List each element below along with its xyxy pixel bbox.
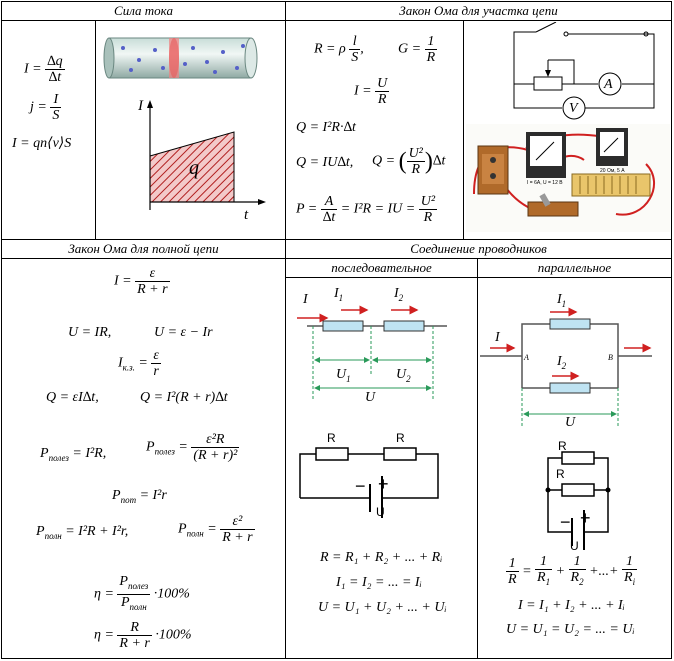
series-current-label: I (303, 292, 308, 307)
parallel-resistor-2-label: R (556, 467, 565, 481)
graph-axis-y-label: I (138, 98, 143, 114)
series-current-2-label: I2 (394, 286, 404, 303)
current-time-graph (147, 100, 266, 210)
series-voltage-1-label: U1 (336, 367, 351, 384)
parallel-plus-sign: + (580, 508, 591, 528)
parallel-minus-sign: − (560, 512, 571, 532)
formula-current-definition: I = ∆q∆t (24, 54, 65, 85)
series-voltage-2-label: U2 (396, 367, 411, 384)
series-voltage-total-label: U (365, 390, 376, 405)
title-ohm-section: Закон Ома для участка цепи (399, 3, 558, 18)
parallel-connection-diagram (480, 307, 652, 426)
series-battery-schematic (299, 447, 439, 518)
formula-heat-1: Q = εI∆t, (46, 390, 99, 405)
ammeter-label: A (604, 77, 613, 92)
voltmeter-label: V (569, 101, 578, 116)
parallel-resistor-1-label: R (558, 439, 567, 453)
ohm-circuit-diagram (513, 22, 655, 120)
parallel-voltage-label: U (565, 415, 576, 430)
formula-current-microscopic: I = qn⟨v⟩S (12, 136, 72, 151)
formula-terminal-voltage-2: U = ε − Ir (154, 325, 213, 340)
parallel-formula-current: I = I₁ + I₂ + ... + Iᵢ (518, 598, 625, 613)
series-minus-sign: − (355, 476, 366, 496)
series-resistor-2-label: R (396, 431, 405, 445)
series-source-label: U (376, 505, 385, 519)
series-formula-voltage: U = U₁ + U₂ + ... + Uᵢ (318, 600, 447, 615)
title-connection: Соединение проводников (410, 241, 547, 256)
parallel-current-2-label: I2 (557, 354, 567, 371)
series-formula-current: I₁ = I₂ = ... = Iᵢ (336, 575, 422, 590)
parallel-node-a-label: A (524, 353, 529, 362)
parallel-current-1-label: I1 (557, 292, 567, 309)
parallel-node-b-label: B (608, 353, 613, 362)
formula-useful-power-1: Pполез = I²R, (40, 446, 107, 463)
series-resistor-1-label: R (327, 431, 336, 445)
formula-lost-power: Pпот = I²r (112, 488, 167, 505)
photo-meter-label: I = 6A, U = 12 B (527, 180, 563, 186)
parallel-current-label: I (495, 330, 500, 345)
formula-heat-2: Q = I²(R + r)∆t (140, 390, 228, 405)
graph-area-label: q (189, 157, 199, 179)
title-current: Сила тока (114, 3, 173, 18)
parallel-source-label: U (570, 539, 579, 553)
title-ohm-full: Закон Ома для полной цепи (68, 241, 219, 256)
parallel-battery-schematic (545, 451, 611, 550)
conductor-tube-illustration (103, 37, 258, 79)
formula-joule-2: Q = IU∆t, (296, 155, 354, 170)
series-current-1-label: I1 (334, 286, 344, 303)
formula-full-power-1: Pполн = I²R + I²r, (36, 524, 129, 541)
title-series: последовательное (331, 260, 432, 275)
series-formula-resistance: R = R₁ + R₂ + ... + Rᵢ (320, 550, 443, 565)
formula-terminal-voltage-1: U = IR, (68, 325, 112, 340)
title-parallel: параллельное (537, 260, 612, 275)
graph-axis-x-label: t (244, 207, 249, 223)
series-plus-sign: + (378, 474, 389, 494)
circuit-photo-illustration (466, 124, 670, 232)
parallel-formula-voltage: U = U₁ = U₂ = ... = Uᵢ (506, 622, 635, 637)
photo-rheostat-label: 20 Ом, 5 А (600, 168, 625, 174)
formula-joule-1: Q = I²R·∆t (296, 120, 356, 135)
series-connection-diagram (297, 305, 447, 400)
formula-useful-power-2: Pполез = ε²R(R + r)² (146, 432, 240, 463)
